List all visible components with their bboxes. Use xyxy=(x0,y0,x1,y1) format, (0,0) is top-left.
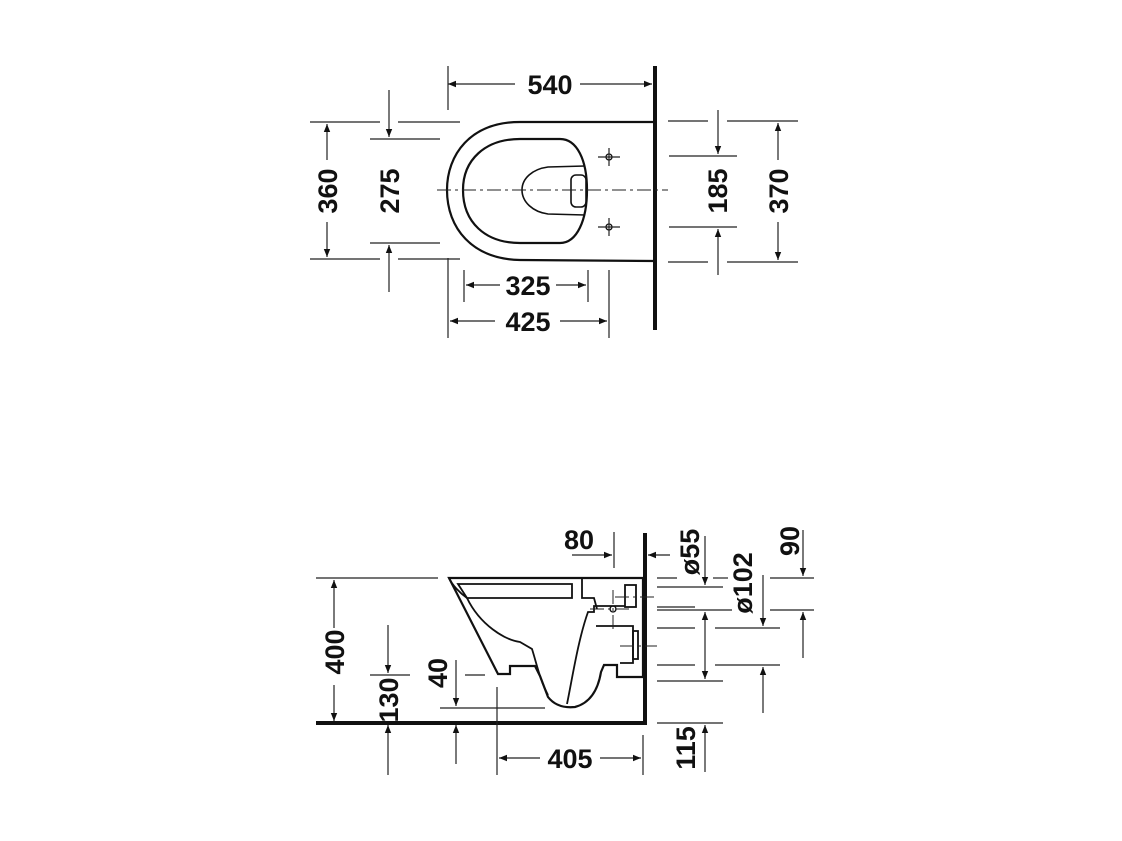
seat-outline xyxy=(456,583,573,599)
top-view: 540 360 275 325 425 xyxy=(310,66,798,338)
dim-400: 400 xyxy=(320,629,350,674)
inlet-connector xyxy=(624,584,637,608)
dim-325: 325 xyxy=(505,271,550,301)
dim-275: 275 xyxy=(375,168,405,213)
fixing-hole-lower xyxy=(598,218,620,236)
side-view: 400 130 40 405 80 xyxy=(316,525,814,775)
dim-80: 80 xyxy=(564,525,594,555)
outlet-connector xyxy=(632,630,639,660)
floor-wall-line xyxy=(316,533,647,725)
dim-185: 185 xyxy=(703,168,733,213)
dim-130: 130 xyxy=(374,677,404,722)
rim-back xyxy=(581,578,598,610)
outlet-opening xyxy=(570,174,587,208)
dim-90: 90 xyxy=(775,526,805,556)
dim-540: 540 xyxy=(527,70,572,100)
bowl-inner-profile xyxy=(466,597,625,705)
dim-405: 405 xyxy=(547,744,592,774)
dim-115: 115 xyxy=(671,726,701,770)
outlet-channel xyxy=(596,625,634,664)
dim-d55: ø55 xyxy=(675,529,705,576)
bowl-inner-outline xyxy=(461,137,589,245)
dim-360: 360 xyxy=(313,168,343,213)
dim-425: 425 xyxy=(505,307,550,337)
dim-40: 40 xyxy=(423,658,453,688)
bowl-outer-outline xyxy=(445,120,656,263)
dim-370: 370 xyxy=(764,168,794,213)
fixing-hole-upper xyxy=(598,148,620,166)
dim-d102: ø102 xyxy=(728,552,758,614)
